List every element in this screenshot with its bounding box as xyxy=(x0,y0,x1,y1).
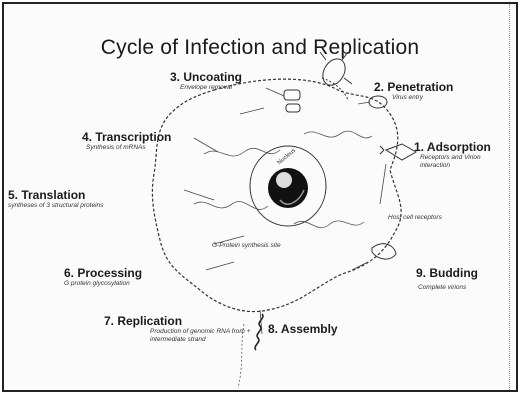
stage-translation: 5. Translation syntheses of 3 structural… xyxy=(8,188,103,210)
stage-uncoating-desc: Envelope removal xyxy=(170,84,242,92)
stage-adsorption-name: 1. Adsorption xyxy=(414,140,492,154)
stage-processing: 6. Processing G protein glycosylation xyxy=(64,266,142,288)
stage-assembly-name: 8. Assembly xyxy=(268,322,338,336)
virion-adsorbing xyxy=(380,144,416,160)
stage-replication: 7. Replication Production of genomic RNA… xyxy=(104,314,262,344)
stage-assembly: 8. Assembly xyxy=(268,322,338,336)
stage-transcription: 4. Transcription Synthesis of mRNAs xyxy=(82,130,171,152)
cycle-arrows xyxy=(184,88,386,334)
stage-budding-desc: Complete virions xyxy=(416,284,478,292)
slide: Cycle of Infection and Replication xyxy=(2,2,518,392)
stage-budding: 9. Budding Complete virions xyxy=(416,266,478,292)
stage-uncoating-name: 3. Uncoating xyxy=(170,70,242,84)
uncoating-vesicle xyxy=(284,90,300,112)
stage-adsorption-desc: Receptors and Virion interaction xyxy=(414,154,492,170)
g-protein-site-label: G-Protein synthesis site xyxy=(212,242,281,249)
stage-penetration-name: 2. Penetration xyxy=(374,80,453,94)
stage-processing-desc: G protein glycosylation xyxy=(64,280,142,288)
stage-transcription-name: 4. Transcription xyxy=(82,130,171,144)
stage-replication-name: 7. Replication xyxy=(104,314,262,328)
stage-adsorption: 1. Adsorption Receptors and Virion inter… xyxy=(414,140,492,170)
stage-translation-desc: syntheses of 3 structural proteins xyxy=(8,202,103,210)
stage-penetration-desc: Virus entry xyxy=(374,94,453,102)
stage-budding-name: 9. Budding xyxy=(416,266,478,280)
stage-processing-name: 6. Processing xyxy=(64,266,142,280)
stage-translation-name: 5. Translation xyxy=(8,188,103,202)
host-receptor-label: Host cell receptors xyxy=(388,214,442,221)
stage-penetration: 2. Penetration Virus entry xyxy=(374,80,453,102)
stage-uncoating: 3. Uncoating Envelope removal xyxy=(170,70,242,92)
stage-transcription-desc: Synthesis of mRNAs xyxy=(82,144,171,152)
stage-replication-desc: Production of genomic RNA from + interme… xyxy=(104,328,262,344)
